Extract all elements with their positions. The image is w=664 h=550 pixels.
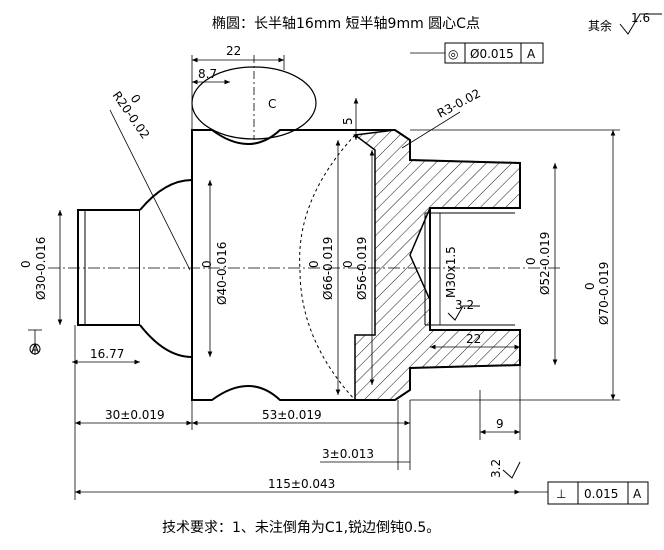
perpendicularity-value: 0.015 <box>584 487 618 501</box>
dim-phi30: Ø30-0.016 <box>34 237 48 300</box>
other-roughness-label: 其余 <box>588 18 612 33</box>
dim-30: 30±0.019 <box>105 408 165 422</box>
sphere-section <box>139 178 193 359</box>
dim-phi52: Ø52-0.019 <box>538 232 552 295</box>
concentricity-symbol: ◎ <box>448 47 458 61</box>
dim-16-77: 16.77 <box>90 347 124 361</box>
ellipse-note: 椭圆：长半轴16mm 短半轴9mm 圆心C点 <box>212 16 480 32</box>
dim-phi66: Ø66-0.019 <box>321 237 335 300</box>
roughness-symbols <box>447 13 662 479</box>
dim-phi56: Ø56-0.019 <box>355 237 369 300</box>
sphere-dashed-arc <box>299 134 356 401</box>
tolerance-frame-bottom: ⊥ 0.015 A <box>547 481 649 505</box>
dim-8-7: 8.7 <box>198 67 217 81</box>
dim-r3: R3-0.02 <box>435 86 483 120</box>
thread-roughness-value: 3.2 <box>455 298 474 312</box>
perpendicularity-datum: A <box>633 487 642 501</box>
other-roughness-value: 1.6 <box>631 11 650 25</box>
dim-53: 53±0.019 <box>262 408 322 422</box>
dim-5: 5 <box>341 117 355 125</box>
datum-a-label: A <box>31 342 40 356</box>
section-hatch <box>353 129 521 401</box>
dim-115: 115±0.043 <box>268 477 335 491</box>
dim-22-bore: 22 <box>466 332 481 346</box>
dim-phi56-zero: 0 <box>341 260 355 268</box>
concentricity-value: Ø0.015 <box>470 47 514 61</box>
dim-phi66-zero: 0 <box>307 260 321 268</box>
right-roughness-value: 3.2 <box>489 459 503 478</box>
dim-phi70: Ø70-0.019 <box>597 262 611 325</box>
dimension-lines <box>28 52 620 500</box>
center-c-label: C <box>268 97 276 111</box>
technical-requirements: 技术要求：1、未注倒角为C1,锐边倒钝0.5。 <box>162 520 440 536</box>
dim-phi52-zero: 0 <box>524 257 538 265</box>
dim-22-top: 22 <box>226 44 241 58</box>
small-shaft <box>77 209 141 326</box>
dim-3: 3±0.013 <box>322 447 374 461</box>
concentricity-datum: A <box>527 47 536 61</box>
dim-thread: M30x1.5 <box>444 246 458 298</box>
dim-phi30-zero: 0 <box>19 260 33 268</box>
dim-phi40: Ø40-0.016 <box>215 242 229 305</box>
dim-9: 9 <box>496 417 504 431</box>
dim-phi40-zero: 0 <box>200 260 214 268</box>
dim-phi70-zero: 0 <box>583 282 597 290</box>
perpendicularity-symbol: ⊥ <box>556 487 566 501</box>
tolerance-frame-top: ◎ Ø0.015 A <box>444 42 544 64</box>
